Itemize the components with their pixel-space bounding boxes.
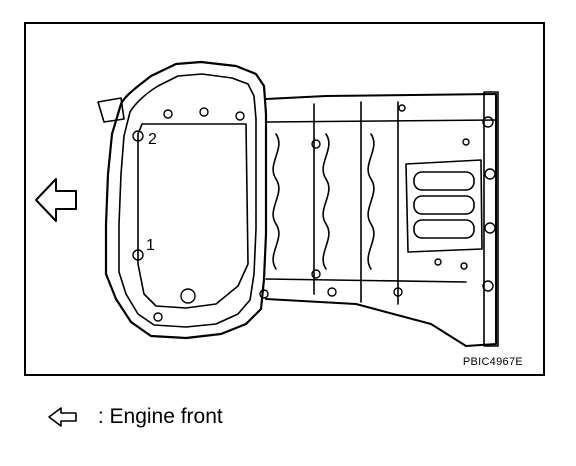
bolt (311, 269, 321, 279)
diagram-frame: 2 1 PBIC4967E (24, 22, 545, 376)
oil-pan-cavity (137, 123, 249, 309)
bolt (327, 287, 337, 297)
bolt (311, 139, 321, 149)
bolts (132, 104, 496, 322)
engine-block-outline (265, 93, 497, 347)
flange-window-3 (413, 219, 475, 239)
engine-front-arrow-icon (35, 178, 77, 222)
block-rail-top (265, 119, 497, 123)
bolt (393, 287, 403, 297)
bolt (484, 168, 496, 180)
right-flange (483, 91, 499, 347)
oil-pan-outline (104, 60, 268, 340)
bolt (462, 138, 470, 146)
block-rail-bottom (265, 278, 467, 283)
left-bracket (97, 97, 125, 123)
oil-pan-sealing-line (118, 73, 257, 328)
oil-pan-drawing (35, 60, 499, 347)
bolt-1-location (132, 249, 144, 261)
callout-2: 2 (148, 131, 157, 148)
bolt (199, 107, 209, 117)
bolt (163, 109, 173, 119)
bolt (460, 262, 468, 270)
flange-bracket (405, 159, 483, 253)
bolt (259, 289, 269, 299)
bolt (153, 312, 163, 322)
bolt (484, 222, 496, 234)
cylinder-contour-2 (322, 133, 330, 270)
reference-code: PBIC4967E (462, 356, 523, 368)
bolt (180, 288, 196, 304)
flange-window-2 (413, 195, 475, 215)
bolt-2-location (132, 130, 144, 142)
bolt (398, 104, 406, 112)
legend: : Engine front (46, 404, 223, 430)
cylinder-contour-3 (367, 133, 375, 270)
cylinder-contour-1 (272, 133, 280, 270)
bolt (235, 111, 245, 121)
legend-label: : Engine front (92, 405, 223, 428)
bolt (482, 116, 494, 128)
hollow-left-arrow-icon (48, 407, 77, 427)
callout-1: 1 (146, 237, 155, 254)
bolt (434, 258, 442, 266)
flange-window-1 (413, 171, 475, 191)
bolt (482, 280, 494, 292)
